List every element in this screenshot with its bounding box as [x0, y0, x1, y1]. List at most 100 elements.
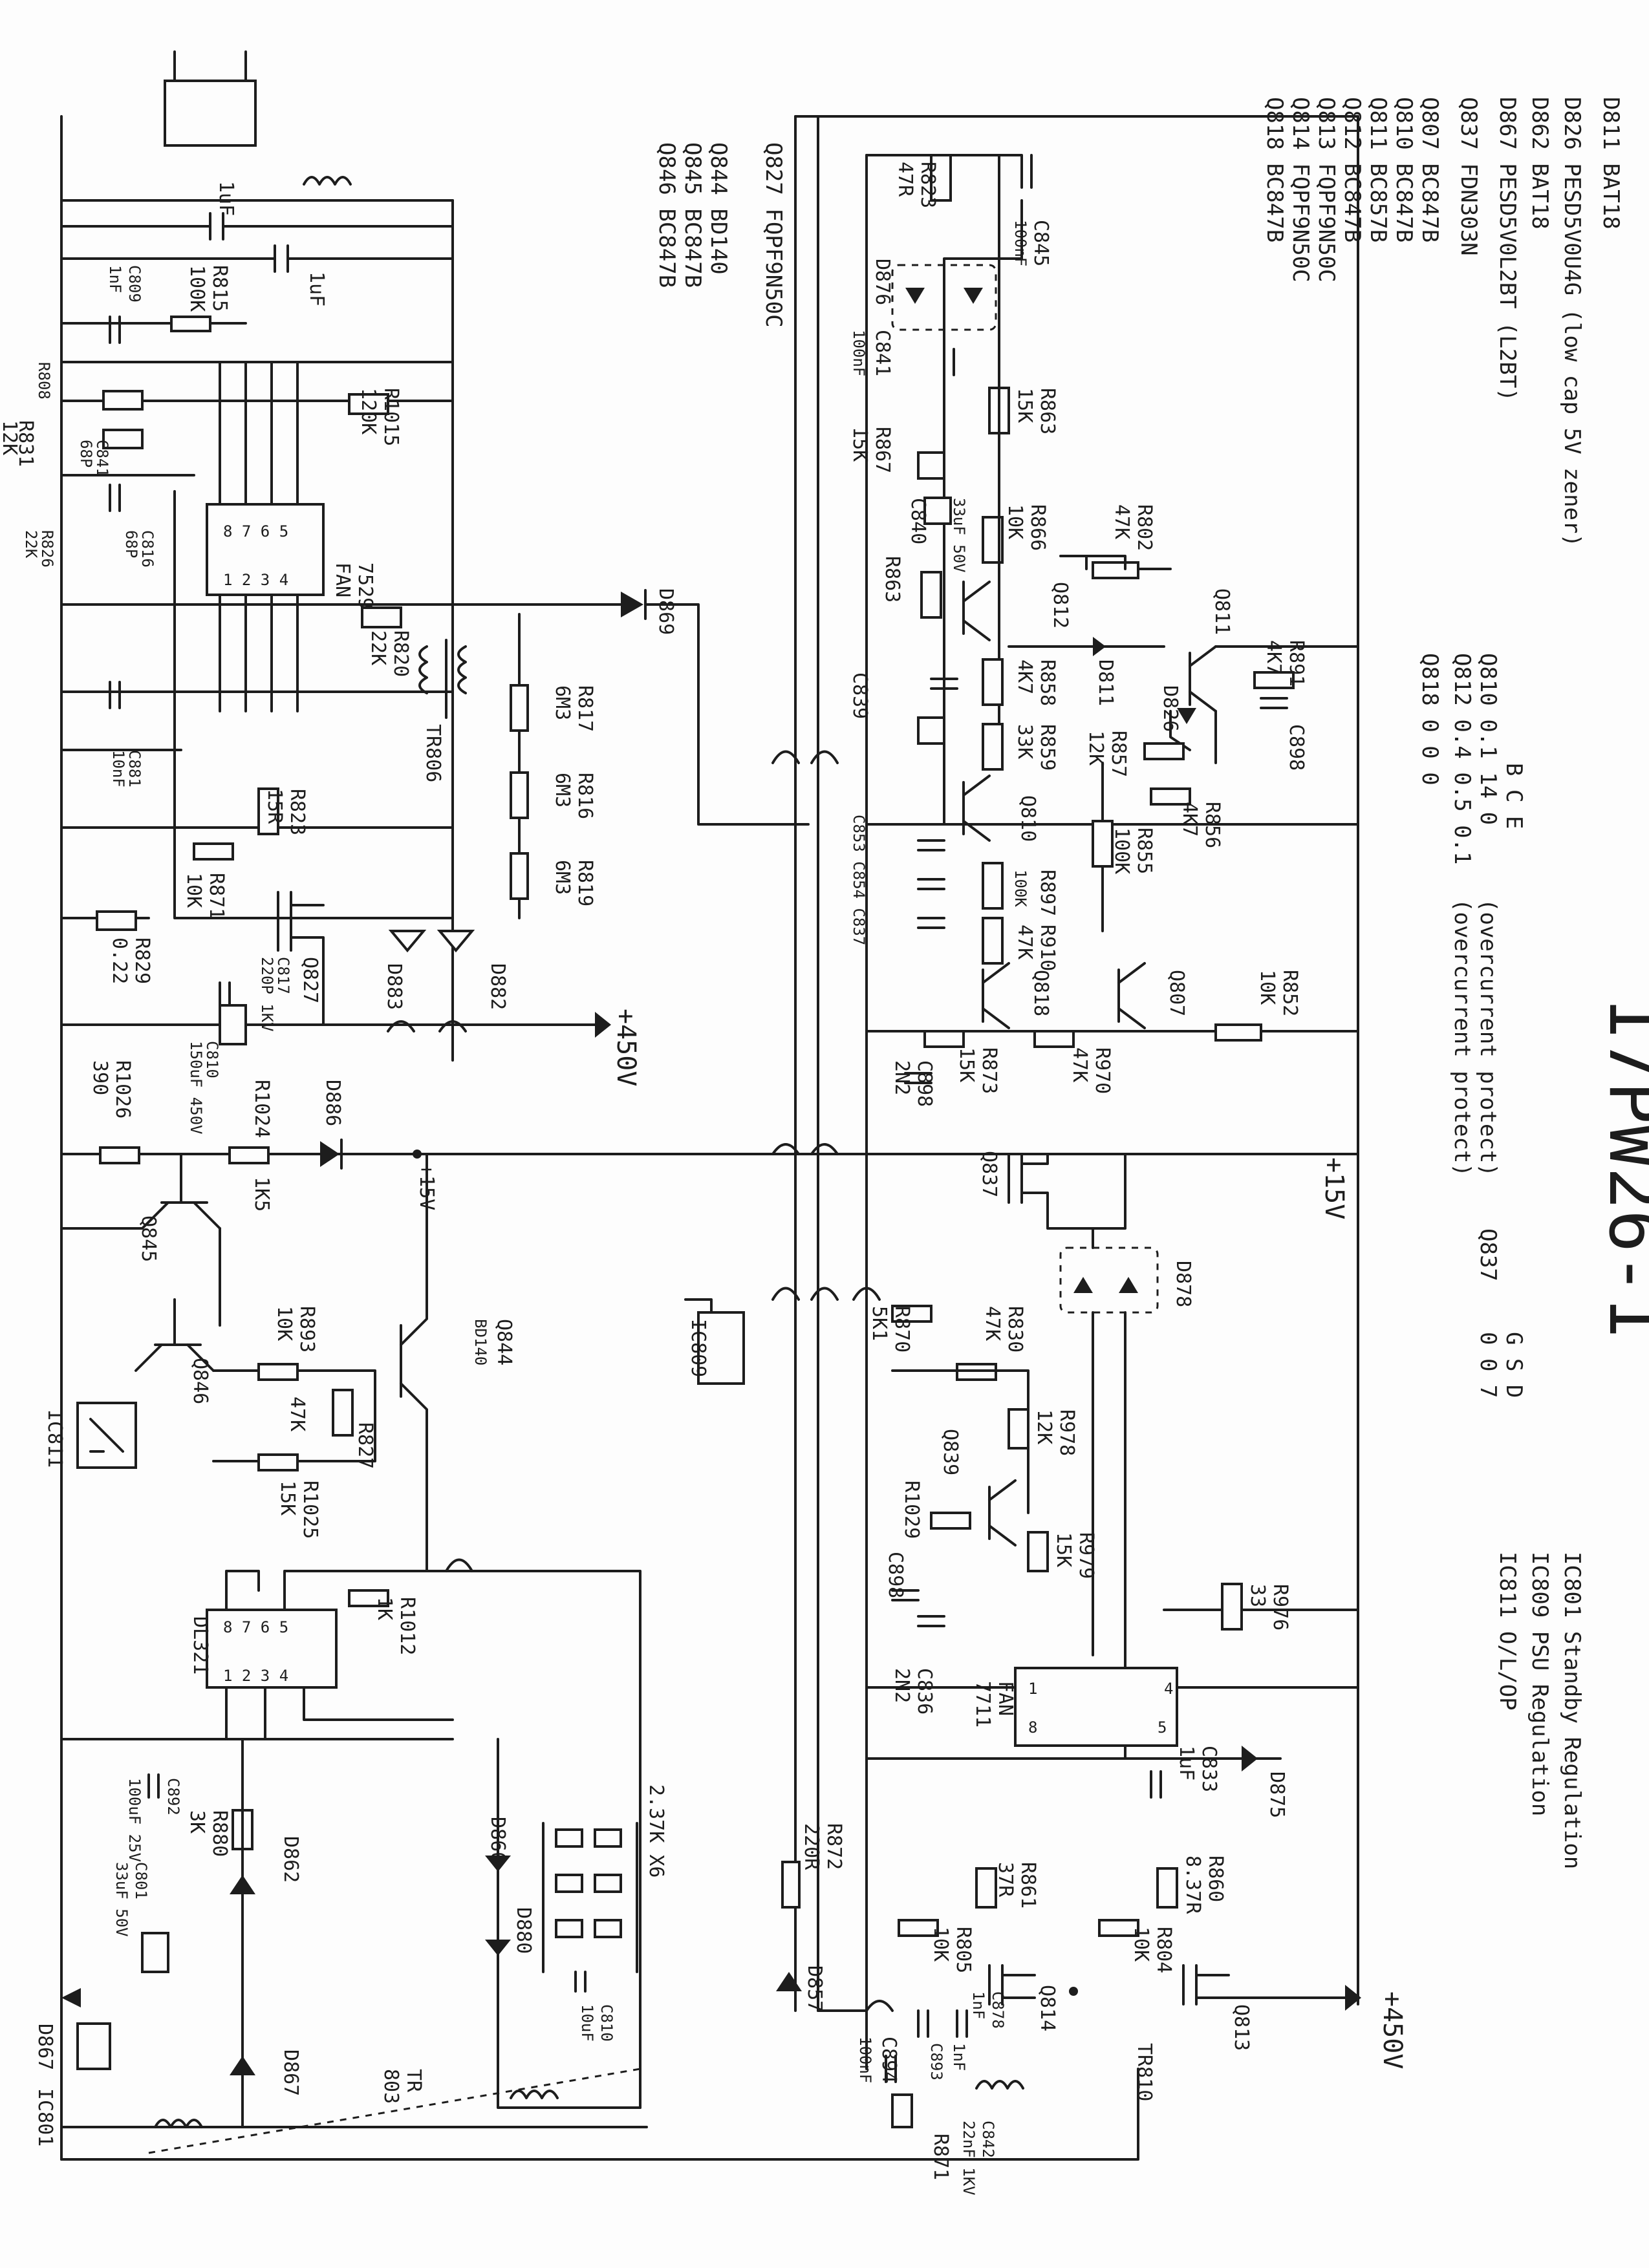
- label-q813: Q813: [1230, 2004, 1253, 2051]
- label-r859: R859: [1036, 724, 1059, 771]
- label-r1015-val: 120K: [357, 388, 380, 434]
- label-c842: C842: [979, 2121, 997, 2158]
- resistor-r808: [102, 390, 144, 411]
- resistor-r873: [923, 1030, 965, 1048]
- label-c816: C816: [138, 530, 156, 568]
- label-c845: C845: [1029, 220, 1052, 266]
- label-r830: R830: [1004, 1306, 1026, 1353]
- label-c881: C881: [125, 750, 144, 787]
- label-r819-val: 6M3: [551, 860, 574, 895]
- svg-text:8 7 6 5: 8 7 6 5: [223, 1618, 288, 1636]
- label-r805: R805: [952, 1927, 975, 1973]
- resistor-r1015: [348, 393, 389, 415]
- label-fan7711: FAN: [994, 1681, 1017, 1716]
- label-c845-val: 100nF: [1011, 220, 1029, 266]
- standby-section: 1 8 4 5: [684, 1153, 1361, 2128]
- diode-d876-b: [964, 288, 983, 304]
- resistor-r870: [891, 1305, 932, 1323]
- label-c841: C841: [93, 440, 111, 477]
- label-cap-1uf-b: 1uF: [305, 272, 328, 306]
- parts-list2-3: Q846 BC847B: [654, 142, 680, 288]
- svg-text:1 2 3 4: 1 2 3 4: [223, 571, 288, 589]
- label-r857-val: 12K: [1084, 731, 1107, 765]
- label-r855: R855: [1133, 828, 1156, 874]
- pfc-section: 8 7 6 5 1 2 3 4: [60, 176, 647, 1045]
- label-r1029: R1029: [900, 1481, 923, 1539]
- parts-list-2: D862 BAT18: [1527, 97, 1553, 230]
- resistor-r910: [982, 917, 1004, 965]
- input-connector: [164, 80, 257, 147]
- label-r856-val: 4K7: [1178, 802, 1201, 837]
- resistor-r855: [1092, 820, 1114, 868]
- diode-d869: [621, 592, 643, 617]
- label-c853: C853 C854 C837: [850, 815, 868, 945]
- svg-text:5: 5: [1158, 1718, 1167, 1737]
- pin-table-row-2: Q818 0 0 0: [1417, 653, 1443, 786]
- label-r860: R860: [1204, 1856, 1227, 1902]
- transistor-q818: [982, 962, 1010, 1029]
- q837-table-label: Q837: [1475, 1228, 1501, 1281]
- resistor-r1025: [257, 1453, 299, 1471]
- label-c839: C839: [848, 672, 871, 719]
- label-r804: R804: [1152, 1927, 1175, 1973]
- label-r1015: R1015: [380, 388, 402, 446]
- parts-list-7: Q811 BC857B: [1365, 97, 1391, 242]
- notes-block: D811 BAT18 D826 PESD5V0U4G (low cap 5V z…: [654, 97, 1649, 1869]
- label-c947: C898: [1285, 724, 1308, 771]
- parts-list2-0: Q827 FQPF9N50C: [760, 142, 786, 328]
- parts-list-1: D826 PESD5V0U4G (low cap 5V zener): [1559, 97, 1585, 547]
- main-wires: [60, 50, 1359, 2161]
- diode-d886: [320, 1141, 339, 1167]
- parts-list-8: Q812 BC847B: [1339, 97, 1365, 242]
- resistor-r804: [1098, 1919, 1139, 1937]
- q837-table-values: 0 0 7: [1475, 1332, 1501, 1398]
- transistor-q810: [962, 775, 991, 842]
- label-fan: FAN: [331, 562, 354, 597]
- transistor-q811: [1189, 645, 1217, 712]
- label-c841b: C841: [871, 330, 894, 376]
- resistor-237k-6: [594, 1919, 622, 1938]
- label-r857: R857: [1107, 731, 1130, 777]
- resistor-r802: [1092, 561, 1139, 579]
- label-r856: R856: [1201, 802, 1223, 848]
- label-r863-val: 15K: [1013, 388, 1036, 423]
- label-q846: Q846: [189, 1358, 211, 1404]
- pin-table-note-1: (overcurrent protect): [1449, 899, 1475, 1177]
- resistor-r852: [1214, 1023, 1262, 1042]
- label-q827: Q827: [299, 957, 321, 1003]
- label-r860-val: 8.37R: [1181, 1856, 1204, 1914]
- parts-list-4: Q837 FDN303N: [1456, 97, 1482, 256]
- label-r870-val: 5K1: [868, 1306, 890, 1341]
- label-fan7711-num: 7711: [971, 1681, 994, 1728]
- diode-d878-a: [1073, 1277, 1093, 1293]
- resistor-r978: [1008, 1408, 1029, 1450]
- resistor-r857: [1143, 742, 1185, 760]
- svg-text:1: 1: [1028, 1680, 1037, 1698]
- label-r826: R826: [38, 530, 56, 568]
- svg-text:FAN: FAN: [331, 562, 354, 597]
- label-r827-val: 47K: [286, 1396, 308, 1431]
- label-r831-val: 12K: [0, 420, 21, 455]
- label-q818: Q818: [1029, 970, 1052, 1016]
- diode-d875: [1242, 1746, 1258, 1771]
- label-r891: R891: [1285, 640, 1308, 687]
- transistor-q839: [988, 1479, 1017, 1546]
- label-r817-val: 6M3: [551, 685, 574, 720]
- label-r1012-val: 1K: [373, 1597, 396, 1620]
- label-c878-val: 1nF: [969, 1991, 987, 2019]
- label-c840-val: 33uF 50V: [950, 498, 968, 573]
- label-r880: R880: [208, 1810, 231, 1857]
- label-r978-val: 12K: [1033, 1409, 1055, 1444]
- tr806-coil-b: [457, 645, 467, 694]
- label-r861-val: 37R: [994, 1862, 1017, 1898]
- resistor-237k-4: [594, 1874, 622, 1893]
- label-q814: Q814: [1036, 1985, 1059, 2031]
- parts-list2-2: Q845 BC847B: [680, 142, 706, 288]
- resistor-r979: [1027, 1531, 1049, 1572]
- label-d866: D866: [486, 1817, 509, 1863]
- transistor-q844: [400, 1153, 428, 1572]
- label-c893: C893: [927, 2043, 945, 2081]
- rail-15v-left-label: +15V: [415, 1164, 438, 1210]
- rail-450v-arrow: [595, 1012, 611, 1038]
